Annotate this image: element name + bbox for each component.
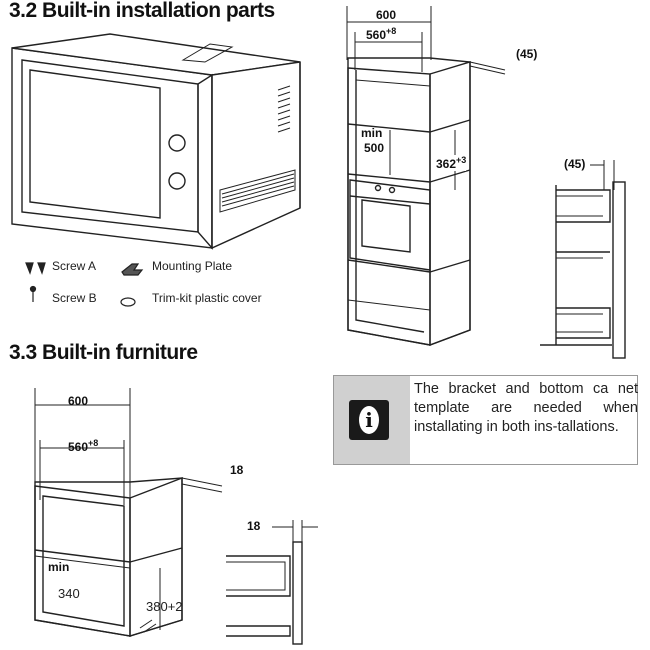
dim-tall-side-gap: (45) (516, 47, 538, 61)
dim-tall-inner-width-tol: +8 (386, 26, 397, 36)
info-notice: i The bracket and bottom ca net template… (333, 375, 638, 465)
dim-wall-niche-height: 380+2 (146, 599, 183, 614)
parts-icons (25, 262, 144, 307)
dim-tall-min-label: min (361, 126, 383, 140)
dim-wall-inner-width-tol: +8 (88, 438, 99, 448)
bracket-detail-top (540, 160, 626, 359)
info-icon: i (349, 400, 389, 440)
wall-cabinet-illustration (34, 388, 223, 637)
notice-text: The bracket and bottom ca net template a… (414, 381, 638, 435)
dim-bracket-top-gap: (45) (564, 157, 586, 171)
dim-tall-inner-width-value: 560 (366, 28, 387, 42)
dim-tall-niche-height-tol: +3 (456, 155, 467, 165)
dim-tall-inner-width: 560+8 (366, 26, 396, 42)
section-title-furniture: 3.3 Built-in furniture (9, 341, 198, 364)
dim-tall-niche-height-value: 362 (436, 157, 457, 171)
microwave-illustration (11, 33, 301, 250)
label-mounting-plate: Mounting Plate (152, 259, 233, 273)
label-trim-kit-cover: Trim-kit plastic cover (152, 291, 262, 305)
dim-wall-inner-width-value: 560 (68, 440, 89, 454)
dim-wall-min-value: 340 (58, 586, 80, 601)
bracket-detail-bottom (226, 520, 318, 645)
dim-wall-width: 600 (68, 394, 89, 408)
label-screw-b: Screw B (52, 291, 97, 305)
dim-tall-niche-height: 362+3 (436, 155, 467, 171)
dim-tall-width: 600 (376, 8, 397, 22)
dim-bracket-bottom-gap: 18 (247, 519, 261, 533)
dim-wall-min-label: min (48, 560, 70, 574)
dim-wall-side-gap: 18 (230, 463, 244, 477)
dim-tall-min-value: 500 (364, 141, 385, 155)
info-icon-panel: i (334, 376, 410, 464)
dim-wall-inner-width: 560+8 (68, 438, 98, 454)
section-title-installation-parts: 3.2 Built-in installation parts (9, 0, 275, 22)
tall-cabinet-illustration (346, 6, 506, 347)
label-screw-a: Screw A (52, 259, 97, 273)
